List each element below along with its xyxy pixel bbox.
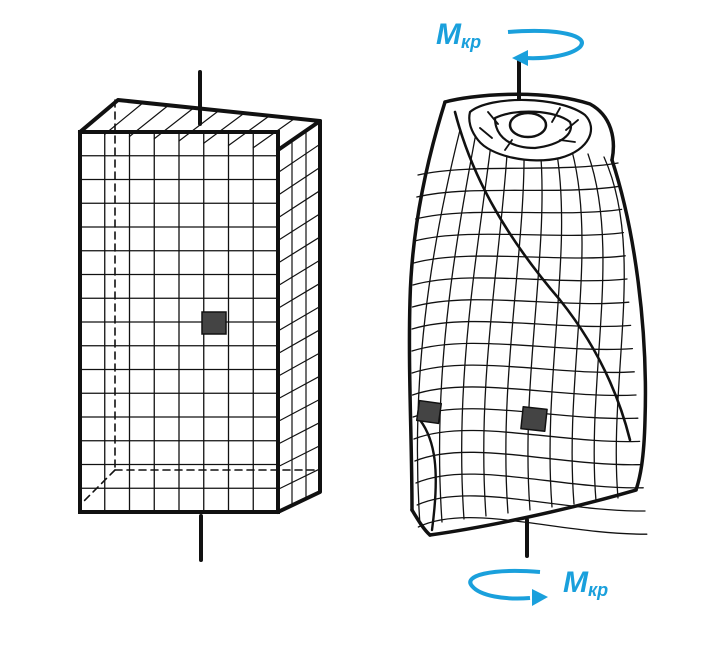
torque-subscript: кр	[588, 580, 609, 600]
grid-line	[277, 236, 321, 264]
grid-line	[411, 342, 634, 352]
twisted-bar	[407, 58, 648, 558]
torque-label-bottom: Mкр	[563, 566, 609, 600]
grid-line	[277, 352, 321, 377]
grid-line	[603, 156, 625, 499]
torque-symbol: M	[563, 566, 588, 599]
twisted-outline	[407, 92, 648, 537]
grid-line	[277, 445, 321, 468]
grid-line	[413, 429, 641, 443]
front-face-outline	[78, 130, 280, 514]
grid-line	[412, 277, 628, 286]
grid-line	[414, 451, 643, 466]
grid-line	[277, 421, 321, 445]
grid-line	[277, 398, 321, 423]
grid-line	[411, 386, 637, 397]
grid-line	[411, 364, 635, 374]
front-face-grid	[79, 131, 279, 513]
grid-line	[277, 143, 321, 174]
grid-line	[587, 153, 604, 502]
shaded-element-right-2	[520, 406, 548, 432]
grid-line	[417, 162, 619, 176]
grid-line	[277, 282, 321, 309]
torque-label-top: Mкр	[436, 18, 482, 52]
grid-line	[411, 320, 632, 330]
grid-line	[416, 185, 621, 198]
grid-line	[413, 255, 626, 264]
undeformed-bar	[78, 70, 322, 562]
grid-line	[277, 166, 321, 196]
grid-line	[413, 231, 625, 242]
grid-line	[438, 132, 477, 523]
grid-line	[527, 144, 543, 511]
grid-line	[549, 147, 563, 508]
grid-line	[415, 208, 623, 220]
grid-line	[203, 112, 245, 144]
grid-line	[417, 517, 648, 535]
grid-line	[483, 138, 509, 517]
grid-line	[277, 468, 321, 490]
side-face-grid	[277, 130, 321, 506]
grid-line	[416, 129, 461, 526]
grid-line	[571, 150, 583, 505]
grid-line	[178, 109, 220, 142]
grid-line	[415, 473, 644, 489]
grid-line	[411, 299, 630, 308]
torque-arrow-top	[507, 28, 584, 66]
torque-subscript: кр	[461, 32, 482, 52]
top-end-hub	[508, 111, 548, 139]
grid-line	[460, 135, 493, 520]
top-end-face	[468, 98, 593, 162]
grid-line	[277, 305, 321, 332]
grid-line	[416, 495, 646, 512]
grid-line	[277, 329, 321, 355]
hidden-edges	[79, 99, 321, 506]
grid-line	[277, 375, 321, 400]
torque-arrow-bottom	[468, 568, 548, 606]
grid-line	[277, 259, 321, 287]
grid-line	[277, 213, 321, 242]
torque-symbol: M	[436, 18, 461, 51]
shaded-element-right-1	[415, 399, 443, 425]
grid-line	[505, 141, 525, 514]
grid-line	[104, 102, 144, 135]
twisted-surface-grid	[411, 129, 648, 535]
grid-line	[277, 189, 321, 219]
shaded-element-left	[201, 311, 227, 335]
box-outline	[78, 98, 322, 514]
